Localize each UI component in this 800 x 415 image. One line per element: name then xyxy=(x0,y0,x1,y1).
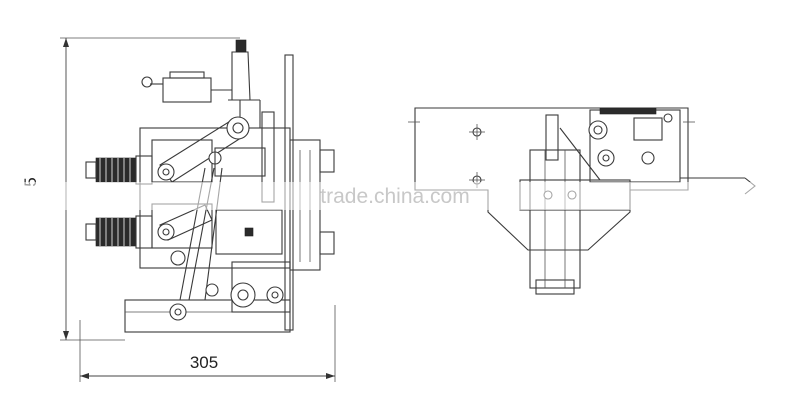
width-dimension: 305 xyxy=(79,305,336,382)
watermark-text: trade.china.com xyxy=(320,185,469,208)
lower-spring xyxy=(85,215,153,249)
upper-link xyxy=(157,116,250,183)
bottom-wheel xyxy=(230,282,256,308)
upper-spring xyxy=(85,155,153,185)
micro-switch xyxy=(141,71,232,103)
bottom-pin xyxy=(169,303,187,321)
watermark: trade.china.com xyxy=(0,182,800,210)
mount-hole-top xyxy=(469,124,485,140)
base-plate xyxy=(124,299,291,333)
top-lever xyxy=(228,39,261,128)
mounting-plate xyxy=(414,107,689,251)
vertical-column xyxy=(529,149,581,289)
width-dimension-value: 305 xyxy=(190,353,218,372)
